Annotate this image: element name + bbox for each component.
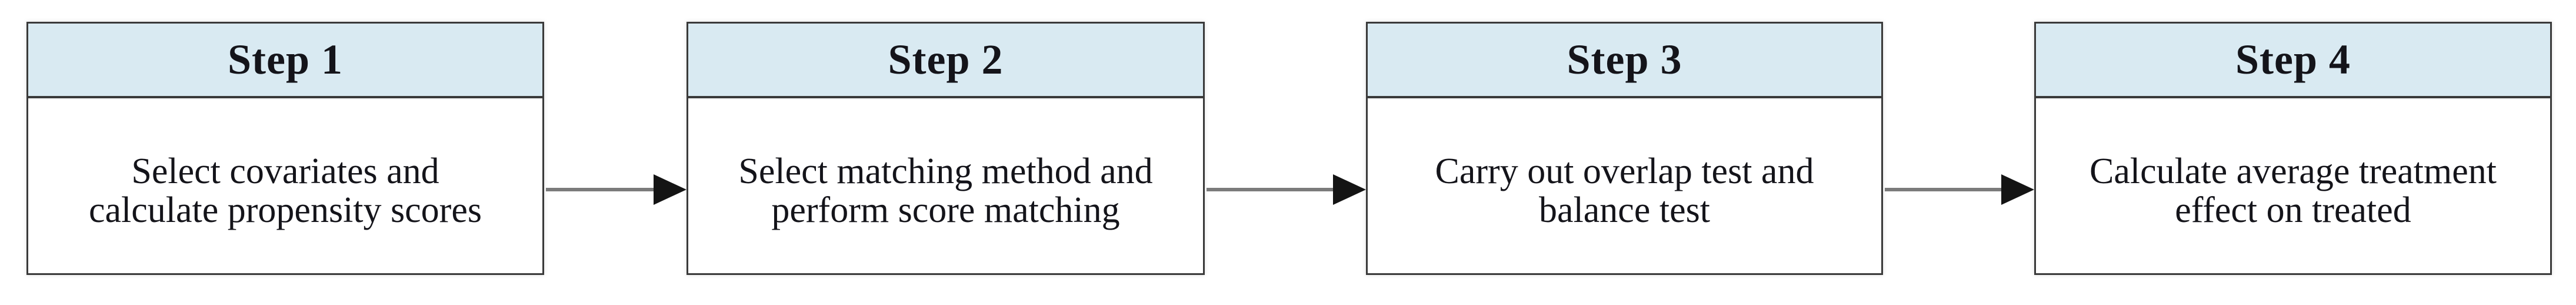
step-4-text-line-2: effect on treated: [2175, 190, 2411, 230]
step-3-body: Carry out overlap test and balance test: [1368, 98, 1881, 274]
step-3-text-line-2: balance test: [1539, 190, 1710, 230]
step-2-title: Step 2: [888, 36, 1004, 83]
right-arrow-icon: [1333, 174, 1366, 205]
step-3-text-line-1: Carry out overlap test and: [1435, 151, 1814, 191]
right-arrow-icon: [2001, 174, 2034, 205]
connector-step3-to-step4: [1885, 174, 2034, 205]
step-1-header: Step 1: [28, 24, 542, 98]
step-4-text-line-1: Calculate average treatment: [2090, 151, 2497, 191]
step-3-title: Step 3: [1567, 36, 1682, 83]
right-arrow-icon: [654, 174, 687, 205]
arrow-line: [546, 188, 658, 191]
step-4-body: Calculate average treatment effect on tr…: [2036, 98, 2550, 274]
step-3-header: Step 3: [1368, 24, 1881, 98]
step-1-body: Select covariates and calculate propensi…: [28, 98, 542, 274]
step-4-box: Step 4 Calculate average treatment effec…: [2034, 22, 2552, 275]
step-1-text-line-1: Select covariates and: [131, 151, 439, 191]
step-4-title: Step 4: [2235, 36, 2351, 83]
step-3-box: Step 3 Carry out overlap test and balanc…: [1366, 22, 1883, 275]
step-2-header: Step 2: [688, 24, 1203, 98]
arrow-line: [1885, 188, 2006, 191]
step-2-text-line-2: perform score matching: [771, 190, 1120, 230]
step-1-text-line-2: calculate propensity scores: [89, 190, 482, 230]
step-2-body: Select matching method and perform score…: [688, 98, 1203, 274]
arrow-line: [1207, 188, 1338, 191]
step-2-text-line-1: Select matching method and: [738, 151, 1153, 191]
step-4-header: Step 4: [2036, 24, 2550, 98]
step-1-box: Step 1 Select covariates and calculate p…: [26, 22, 544, 275]
step-1-title: Step 1: [227, 36, 344, 83]
connector-step2-to-step3: [1207, 174, 1366, 205]
step-2-box: Step 2 Select matching method and perfor…: [687, 22, 1205, 275]
connector-step1-to-step2: [546, 174, 687, 205]
